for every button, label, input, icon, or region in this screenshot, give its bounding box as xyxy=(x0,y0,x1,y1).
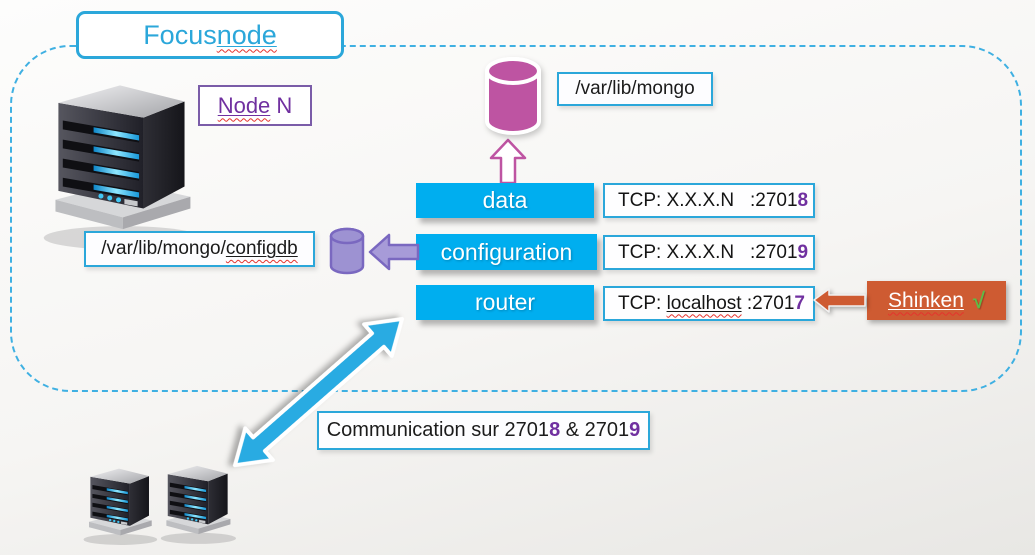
tcp-endpoint-router-host: localhost xyxy=(666,292,742,314)
arrow-up-icon xyxy=(489,138,527,185)
mongo-data-path-label: /var/lib/mongo xyxy=(557,72,713,106)
mongo-database-icon xyxy=(485,57,541,135)
node-n-label-misspelled: Node xyxy=(217,92,271,118)
server-icon-node-n xyxy=(32,56,208,254)
configdb-path-label: /var/lib/mongo/configdb xyxy=(84,231,315,267)
process-box-data: data xyxy=(416,183,594,218)
shinken-badge: Shinken √ xyxy=(867,281,1006,320)
node-n-label: Node N xyxy=(198,85,312,126)
focus-node-title-text: Focus xyxy=(143,19,217,50)
focus-node-title-misspelled: node xyxy=(216,19,277,50)
shinken-label: Shinken xyxy=(888,288,964,312)
arrow-left-icon-shinken xyxy=(813,288,866,313)
configdb-path-misspelled: configdb xyxy=(225,238,298,259)
focus-node-title: Focus node xyxy=(76,11,344,59)
server-icon-cluster-1 xyxy=(78,455,160,547)
check-icon: √ xyxy=(972,287,985,313)
process-box-router: router xyxy=(416,285,594,320)
arrow-left-icon-configdb xyxy=(368,233,420,271)
focus-area-dashed-border xyxy=(10,45,1022,392)
configdb-database-icon xyxy=(329,227,365,275)
process-box-configuration: configuration xyxy=(416,234,597,270)
double-arrow-icon xyxy=(232,317,404,468)
